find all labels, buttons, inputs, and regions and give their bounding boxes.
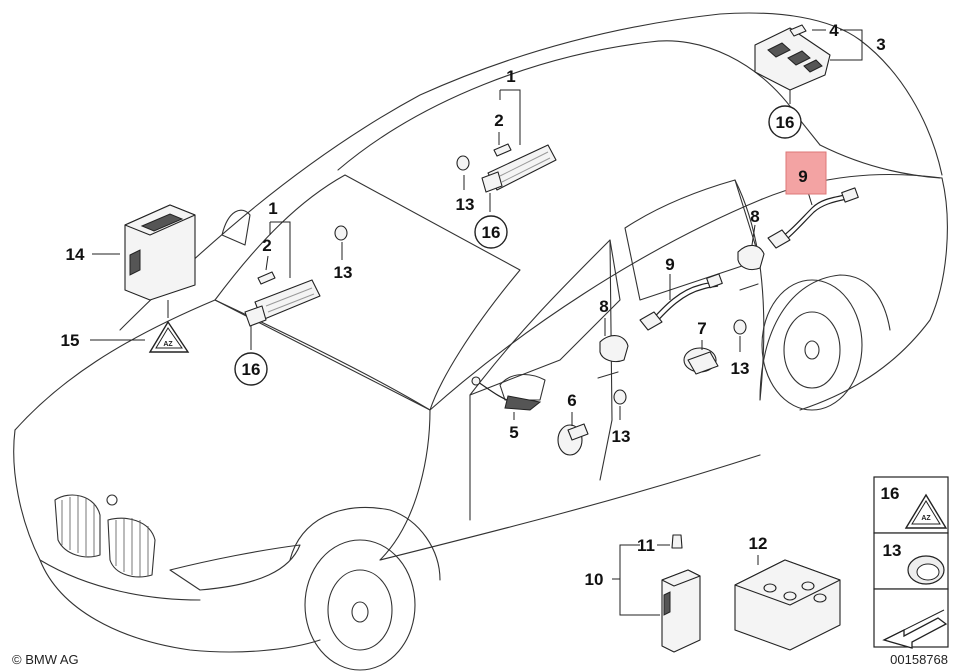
car-outline (13, 12, 948, 671)
callout-5[interactable]: 5 (509, 423, 518, 442)
bulb-part-2-center (493, 143, 512, 157)
switch-part-7 (683, 347, 719, 375)
bulb-part-4 (789, 24, 807, 37)
callout-8-front[interactable]: 8 (599, 297, 608, 316)
copyright-label: © BMW AG (12, 652, 79, 667)
door-light-part-8-rear (737, 244, 765, 271)
highlight-box-9 (785, 151, 827, 195)
clip-part-13-left (334, 225, 348, 241)
callout-4[interactable]: 4 (829, 21, 839, 40)
callout-labels: 1 2 13 16 1 2 13 16 14 15 4 3 16 9 8 9 8… (61, 21, 886, 589)
bulb-part-11 (671, 534, 683, 549)
callout-8-rear[interactable]: 8 (750, 207, 759, 226)
bulb-part-2-left (257, 271, 276, 285)
legend-label-16: 16 (881, 484, 900, 503)
callout-1-left[interactable]: 1 (268, 199, 277, 218)
clip-part-13-door-rear (733, 319, 747, 335)
callout-14[interactable]: 14 (66, 245, 85, 264)
warning-sticker-part-15: AZ (148, 320, 190, 353)
control-box-part-12 (734, 559, 841, 651)
rear-light-part-3 (754, 27, 831, 91)
leader-lines (90, 29, 863, 616)
callout-9-rear-highlighted[interactable]: 9 (798, 167, 807, 186)
callout-13-left[interactable]: 13 (334, 263, 353, 282)
callout-1-center[interactable]: 1 (506, 67, 515, 86)
callout-2-center[interactable]: 2 (494, 111, 503, 130)
legend-label-13: 13 (883, 541, 902, 560)
door-light-part-8-front (599, 335, 629, 363)
callout-7[interactable]: 7 (697, 319, 706, 338)
clip-part-13-center (456, 155, 470, 171)
clip-part-13-door-front (613, 389, 627, 405)
callout-10[interactable]: 10 (585, 570, 604, 589)
cable-part-9-rear (767, 187, 859, 249)
callout-12[interactable]: 12 (749, 534, 768, 553)
diagram-number: 00158768 (890, 652, 948, 667)
callout-13-door-rear[interactable]: 13 (731, 359, 750, 378)
interior-light-part-1-left (244, 279, 321, 327)
grille-bars (61, 496, 149, 577)
callout-13-center[interactable]: 13 (456, 195, 475, 214)
callout-3[interactable]: 3 (876, 35, 885, 54)
legend-triangle-icon: AZ (904, 493, 948, 529)
switch-part-6 (557, 423, 589, 456)
svg-text:AZ: AZ (921, 515, 931, 522)
callout-16-left[interactable]: 16 (242, 360, 261, 379)
module-part-10 (661, 569, 701, 653)
cable-part-9-middle (639, 273, 723, 331)
callout-16-rear-circle (768, 105, 802, 139)
legend-grommet-icon (907, 555, 945, 585)
callout-16-left-circle (234, 352, 268, 386)
callout-16-rear[interactable]: 16 (776, 113, 795, 132)
callout-16-center-circle (474, 215, 508, 249)
callout-2-left[interactable]: 2 (262, 236, 271, 255)
callout-9-middle[interactable]: 9 (665, 255, 674, 274)
callout-6[interactable]: 6 (567, 391, 576, 410)
svg-text:AZ: AZ (163, 341, 173, 348)
legend-panel: 16 AZ 13 (873, 476, 949, 649)
module-part-14 (124, 204, 196, 301)
interior-light-part-1-center (481, 144, 557, 193)
navigation-arrow-icon (882, 609, 948, 649)
callout-13-door-front[interactable]: 13 (612, 427, 631, 446)
callout-11[interactable]: 11 (637, 536, 655, 555)
callout-15[interactable]: 15 (61, 331, 80, 350)
mirror-light-part-5 (471, 376, 542, 411)
callout-16-center[interactable]: 16 (482, 223, 501, 242)
